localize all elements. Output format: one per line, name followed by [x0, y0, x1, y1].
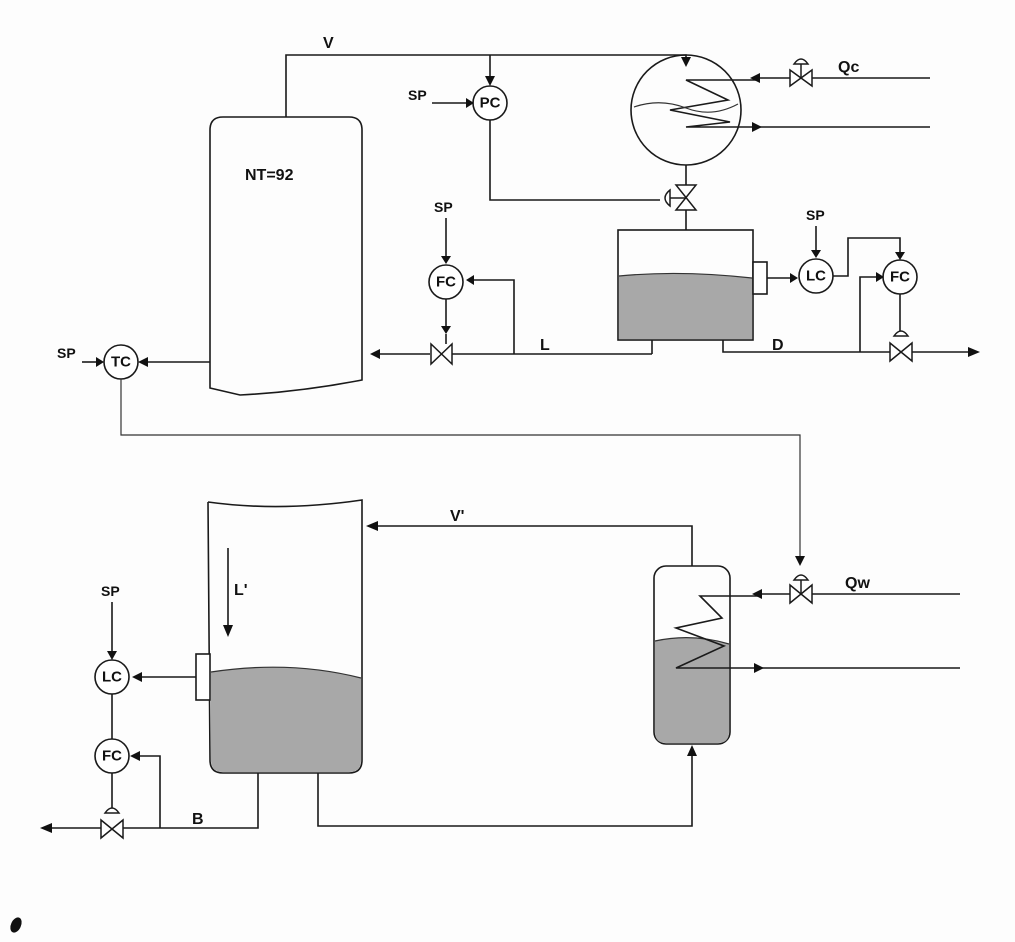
coolant-control-valve: [789, 58, 813, 88]
drum-lc-output-line: [833, 237, 901, 277]
reflux-fc-setpoint-label: SP: [434, 199, 453, 215]
reboiler-heating-valve: [789, 574, 813, 605]
svg-text:FC: FC: [436, 274, 456, 291]
stream-label-Qw: Qw: [845, 575, 870, 592]
column-bottom-liquid: [211, 667, 361, 772]
reflux-fc-setpoint-arrowhead: [441, 256, 451, 264]
boilup-line: [378, 525, 693, 566]
condenser-interface: [633, 102, 739, 113]
vapor-arrowhead: [681, 57, 691, 67]
reboiler-liquid-surface: [654, 637, 730, 645]
distillate-control-valve: [889, 330, 913, 363]
stream-label-Qc: Qc: [838, 59, 859, 76]
pc-setpoint-arrowhead: [466, 98, 474, 108]
heating-outlet-arrowhead: [754, 663, 764, 673]
pc-output-line: [489, 120, 660, 201]
bottoms-flow-sensing-line: [140, 755, 161, 828]
pc-sensing-arrowhead: [485, 76, 495, 86]
drum-lc-setpoint-label: SP: [806, 207, 825, 223]
reflux-fc-output-arrowhead: [441, 326, 451, 334]
coolant-outlet-arrowhead: [752, 122, 762, 132]
svg-text:FC: FC: [890, 269, 910, 286]
tc-setpoint-arrowhead: [96, 357, 104, 367]
drum-lc-output-arrowhead: [895, 252, 905, 260]
bottoms-control-valve: [100, 807, 124, 840]
reboiler-liquid: [655, 637, 729, 743]
svg-text:LC: LC: [806, 268, 826, 285]
boilup-arrowhead: [366, 521, 378, 531]
tc-output-line: [120, 379, 801, 556]
stream-label-Lprime: L': [234, 582, 248, 599]
bottom-lc-setpoint-arrowhead: [107, 651, 117, 660]
bottoms-flow-sensing-arrowhead: [130, 751, 140, 761]
reboiler-coil: [673, 595, 760, 669]
stream-label-V: V: [323, 35, 334, 52]
reflux-flow-sensing-line: [474, 279, 515, 354]
drum-lc-setpoint-arrowhead: [811, 250, 821, 258]
reflux-control-valve: [430, 342, 453, 366]
distillate-outlet-arrowhead: [968, 347, 980, 357]
bottoms-line: [52, 773, 259, 829]
bottom-level-sensor: [195, 653, 211, 701]
column-bottom-section: [207, 499, 363, 774]
reflux-flow-sensing-arrowhead: [466, 275, 474, 285]
reflux-drum-liquid: [619, 273, 752, 339]
bottom-level-controller: LC: [94, 659, 130, 695]
temperature-controller: TC: [103, 344, 139, 380]
drum-level-controller: LC: [798, 258, 834, 294]
stream-label-D: D: [772, 337, 784, 354]
liquid-down-arrowhead: [223, 625, 233, 637]
stream-label-L: L: [540, 337, 550, 354]
reflux-flow-controller: FC: [428, 264, 464, 300]
drum-distillate-outlet: [722, 340, 892, 353]
reflux-arrowhead: [370, 349, 380, 359]
bottoms-flow-controller: FC: [94, 738, 130, 774]
column-stage-count-label: NT=92: [245, 167, 294, 184]
condenser-coil: [669, 79, 760, 128]
distillate-flow-sensing-line: [859, 276, 876, 352]
column-bottom-liquid-surface: [210, 666, 362, 679]
drum-level-arrowhead: [790, 273, 798, 283]
reflux-drum-liquid-surface: [618, 272, 753, 279]
column-top-section: [209, 116, 363, 396]
tc-output-arrowhead: [795, 556, 805, 566]
svg-text:LC: LC: [102, 669, 122, 686]
svg-text:TC: TC: [111, 354, 131, 371]
pc-setpoint-label: SP: [408, 87, 427, 103]
svg-text:PC: PC: [480, 95, 501, 112]
distillate-flow-sensing-arrowhead: [876, 272, 884, 282]
drum-level-sensor: [752, 261, 768, 295]
ink-smudge: [10, 917, 22, 933]
reboiler-feed-arrowhead: [687, 745, 697, 756]
coolant-arrowhead: [750, 73, 760, 83]
svg-text:FC: FC: [102, 748, 122, 765]
tc-setpoint-label: SP: [57, 345, 76, 361]
condensate-control-valve: [664, 184, 698, 211]
stream-label-Vprime: V': [450, 508, 464, 525]
reboiler: [653, 565, 731, 745]
tc-sensing-arrowhead: [138, 357, 148, 367]
bottom-lc-setpoint-label: SP: [101, 583, 120, 599]
heating-inlet-arrowhead: [752, 589, 762, 599]
pressure-controller: PC: [472, 85, 508, 121]
bottoms-outlet-arrowhead: [40, 823, 52, 833]
reboiler-feed-line: [317, 756, 693, 827]
distillate-flow-controller: FC: [882, 259, 918, 295]
bottom-level-arrowhead: [132, 672, 142, 682]
stream-label-B: B: [192, 811, 204, 828]
